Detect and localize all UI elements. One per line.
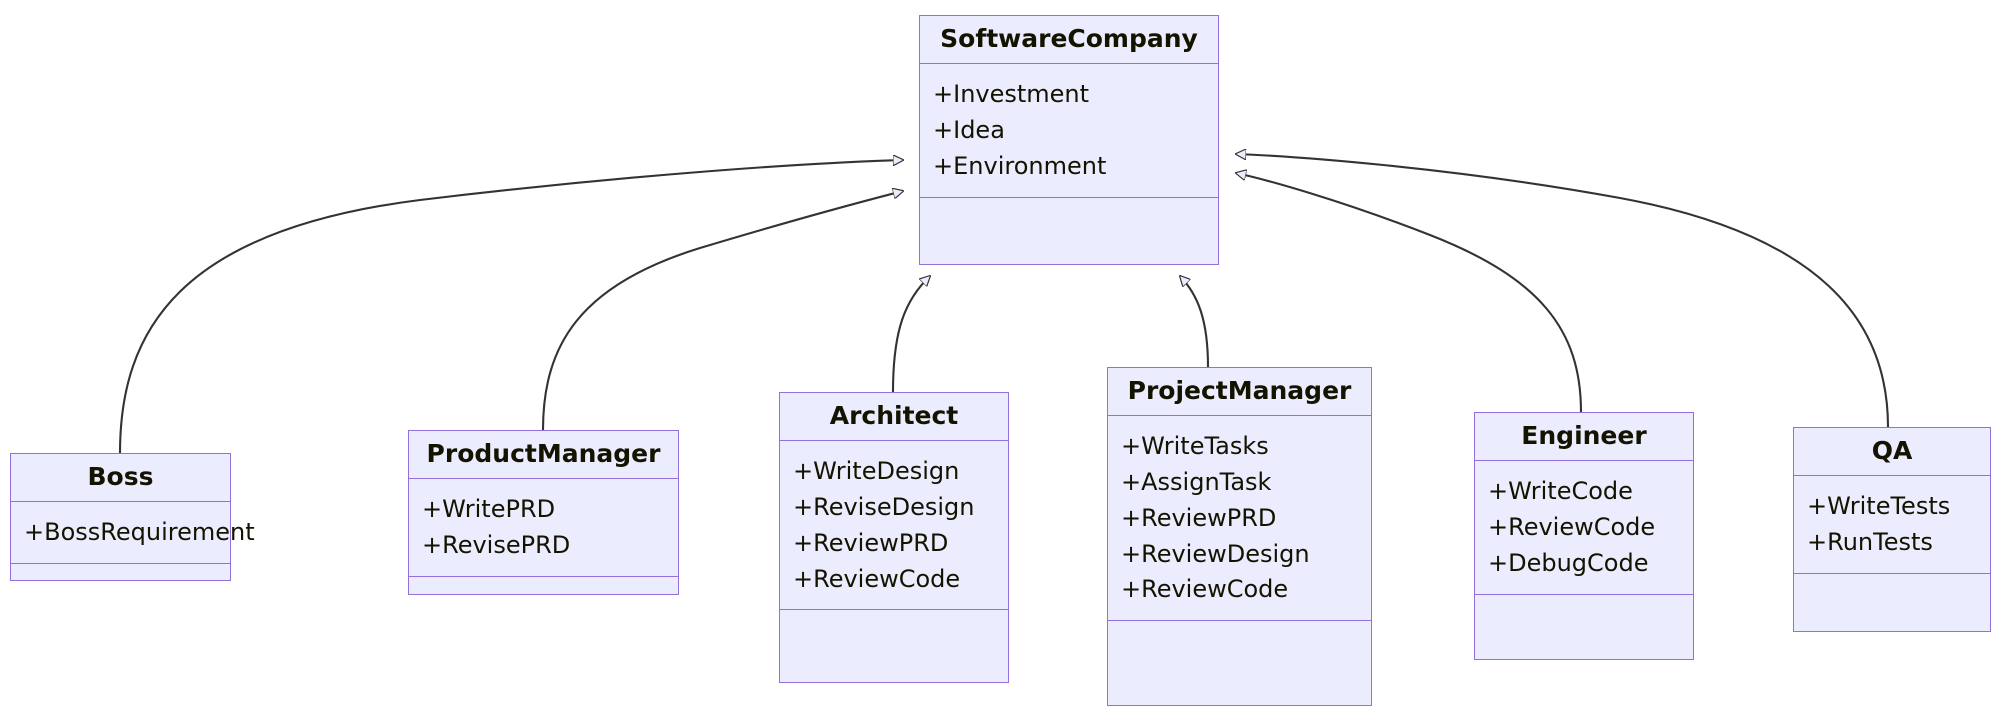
class-title-softwarecompany: SoftwareCompany xyxy=(920,16,1218,65)
class-attributes-architect: +WriteDesign +ReviseDesign +ReviewPRD +R… xyxy=(780,441,1008,611)
attribute-row: +BossRequirement xyxy=(24,518,255,547)
attribute-row: +WriteTests xyxy=(1807,492,1951,521)
attribute-row: +Investment xyxy=(933,80,1090,109)
class-attributes-engineer: +WriteCode +ReviewCode +DebugCode xyxy=(1475,461,1693,595)
class-node-qa[interactable]: QA +WriteTests +RunTests xyxy=(1793,427,1991,632)
attribute-row: +ReviewCode xyxy=(793,564,961,593)
attribute-row: +ReviseDesign xyxy=(793,493,975,522)
class-title-productmanager: ProductManager xyxy=(409,431,678,480)
edge-projectmanager-to-softwarecompany xyxy=(1180,276,1210,368)
class-title-projectmanager: ProjectManager xyxy=(1108,368,1371,417)
class-node-softwarecompany[interactable]: SoftwareCompany +Investment +Idea +Envir… xyxy=(919,15,1219,265)
class-methods-softwarecompany xyxy=(920,198,1218,264)
attribute-row: +Idea xyxy=(933,116,1005,145)
class-attributes-boss: +BossRequirement xyxy=(11,502,255,565)
class-methods-projectmanager xyxy=(1108,621,1371,705)
class-node-projectmanager[interactable]: ProjectManager +WriteTasks +AssignTask +… xyxy=(1107,367,1372,706)
attribute-row: +RunTests xyxy=(1807,528,1933,557)
class-methods-productmanager xyxy=(409,577,678,599)
attribute-row: +DebugCode xyxy=(1488,548,1649,577)
class-title-engineer: Engineer xyxy=(1475,413,1693,462)
class-methods-boss xyxy=(11,564,230,586)
attribute-row: +ReviewPRD xyxy=(1121,503,1277,532)
class-attributes-projectmanager: +WriteTasks +AssignTask +ReviewPRD +Revi… xyxy=(1108,416,1371,622)
class-methods-architect xyxy=(780,610,1008,682)
class-attributes-qa: +WriteTests +RunTests xyxy=(1794,476,1990,574)
class-title-architect: Architect xyxy=(780,393,1008,442)
class-title-qa: QA xyxy=(1794,428,1990,477)
attribute-row: +WritePRD xyxy=(422,495,556,524)
class-attributes-productmanager: +WritePRD +RevisePRD xyxy=(409,479,678,577)
attribute-row: +RevisePRD xyxy=(422,531,571,560)
attribute-row: +ReviewPRD xyxy=(793,528,949,557)
class-node-productmanager[interactable]: ProductManager +WritePRD +RevisePRD xyxy=(408,430,679,595)
attribute-row: +WriteDesign xyxy=(793,457,960,486)
attribute-row: +ReviewCode xyxy=(1488,513,1656,542)
class-node-architect[interactable]: Architect +WriteDesign +ReviseDesign +Re… xyxy=(779,392,1009,683)
attribute-row: +Environment xyxy=(933,151,1107,180)
attribute-row: +AssignTask xyxy=(1121,468,1272,497)
edge-architect-to-softwarecompany xyxy=(891,276,930,393)
attribute-row: +WriteTasks xyxy=(1121,432,1269,461)
attribute-row: +ReviewCode xyxy=(1121,575,1289,604)
class-node-boss[interactable]: Boss +BossRequirement xyxy=(10,453,255,581)
class-attributes-softwarecompany: +Investment +Idea +Environment xyxy=(920,64,1218,198)
class-methods-engineer xyxy=(1475,595,1693,659)
class-node-engineer[interactable]: Engineer +WriteCode +ReviewCode +DebugCo… xyxy=(1474,412,1694,660)
attribute-row: +WriteCode xyxy=(1488,477,1633,506)
class-title-boss: Boss xyxy=(11,454,230,503)
attribute-row: +ReviewDesign xyxy=(1121,539,1310,568)
class-methods-qa xyxy=(1794,574,1990,631)
